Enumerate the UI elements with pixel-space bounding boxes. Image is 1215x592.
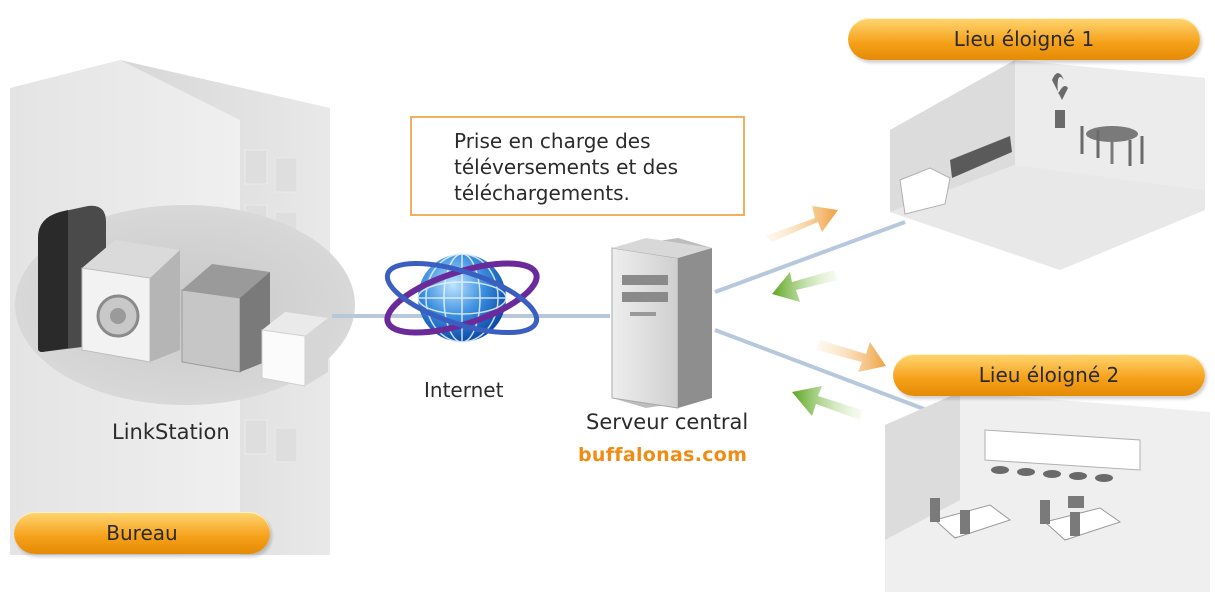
office-location-badge: Bureau — [14, 512, 270, 554]
callout-line-1: Prise en charge des — [454, 129, 651, 153]
nas-devices-icon — [38, 205, 328, 387]
upload-arrow-2 — [816, 340, 886, 372]
internet-globe-icon — [384, 253, 540, 343]
download-arrow-2 — [792, 386, 862, 420]
linkstation-label: LinkStation — [112, 420, 230, 444]
remote-room-1-icon — [890, 60, 1205, 270]
callout-line-2: téléversements et des — [454, 155, 679, 179]
remote-room-2-icon — [885, 392, 1210, 592]
download-arrow-1 — [772, 270, 838, 302]
server-domain-label: buffalonas.com — [578, 444, 748, 466]
upload-arrow-1 — [765, 206, 838, 242]
remote-location-2-badge: Lieu éloigné 2 — [893, 354, 1205, 396]
server-tower-icon — [611, 238, 712, 409]
remote-location-1-badge: Lieu éloigné 1 — [848, 18, 1200, 60]
internet-label: Internet — [424, 378, 504, 402]
feature-callout: Prise en charge des téléversements et de… — [410, 116, 745, 216]
server-label: Serveur central — [586, 410, 749, 434]
callout-line-3: téléchargements. — [454, 181, 630, 205]
